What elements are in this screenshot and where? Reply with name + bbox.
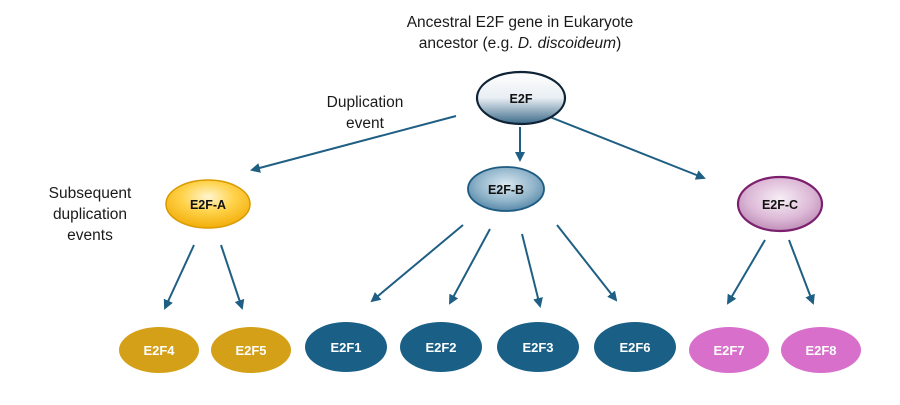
leaf-e2f4[interactable]: E2F4 xyxy=(119,327,199,373)
duplication-event-label: Duplication event xyxy=(305,92,425,134)
arrow-e2f-c-to-e2f7 xyxy=(726,239,766,305)
leaf-e2f5-shape xyxy=(211,327,291,373)
root-caption-line2: ancestor (e.g. D. discoideum) xyxy=(380,33,660,54)
arrow-root-to-e2f-c xyxy=(549,116,706,180)
arrow-e2f-a-to-e2f5 xyxy=(220,244,245,310)
subsequent-duplication-label: Subsequent duplication events xyxy=(25,183,155,246)
arrows-layer xyxy=(163,115,815,310)
root-caption: Ancestral E2F gene in Eukaryote ancestor… xyxy=(380,12,660,54)
group-node-e2f-c[interactable]: E2F-C xyxy=(736,175,824,233)
leaf-e2f5-label: E2F5 xyxy=(235,343,266,358)
leaf-e2f7-shape xyxy=(689,327,769,373)
leaf-e2f7-label: E2F7 xyxy=(713,343,744,358)
group-node-e2f-b-label: E2F-B xyxy=(488,183,524,197)
arrow-root-to-e2f-a xyxy=(250,115,457,173)
arrow-e2f-b-to-e2f6 xyxy=(556,224,618,302)
root-node-shape xyxy=(475,70,567,126)
leaf-e2f4-shape xyxy=(119,327,199,373)
leaf-e2f8-label: E2F8 xyxy=(805,343,836,358)
root-node-label: E2F xyxy=(510,92,533,106)
leaf-e2f1[interactable]: E2F1 xyxy=(305,322,387,372)
leaf-e2f6-label: E2F6 xyxy=(619,340,650,355)
leaf-e2f8[interactable]: E2F8 xyxy=(781,327,861,373)
arrow-e2f-b-to-e2f3 xyxy=(521,233,543,308)
leaf-e2f6-shape xyxy=(594,322,676,372)
leaf-e2f5[interactable]: E2F5 xyxy=(211,327,291,373)
arrow-e2f-b-to-e2f2 xyxy=(449,228,491,305)
subsequent-line1: Subsequent xyxy=(48,185,132,202)
arrow-e2f-c-to-e2f8 xyxy=(788,239,815,305)
leaf-e2f3-shape xyxy=(497,322,579,372)
subsequent-line3: events xyxy=(67,227,113,244)
leaf-e2f3-label: E2F3 xyxy=(522,340,553,355)
group-node-e2f-a-label: E2F-A xyxy=(190,198,226,212)
leaf-e2f1-label: E2F1 xyxy=(330,340,361,355)
leaf-e2f4-label: E2F4 xyxy=(143,343,175,358)
root-caption-suffix: ) xyxy=(616,35,622,52)
leaf-e2f7[interactable]: E2F7 xyxy=(689,327,769,373)
group-node-e2f-c-label: E2F-C xyxy=(762,198,798,212)
root-node[interactable]: E2F xyxy=(475,70,567,126)
leaf-e2f2[interactable]: E2F2 xyxy=(400,322,482,372)
duplication-line2: event xyxy=(346,115,384,132)
group-node-e2f-a-shape xyxy=(165,179,251,229)
arrow-e2f-b-to-e2f1 xyxy=(370,224,464,303)
root-caption-line1: Ancestral E2F gene in Eukaryote xyxy=(406,14,634,31)
group-node-e2f-b-shape xyxy=(467,166,545,212)
root-caption-species: D. discoideum xyxy=(517,35,617,52)
leaf-e2f2-shape xyxy=(400,322,482,372)
leaf-e2f6[interactable]: E2F6 xyxy=(594,322,676,372)
group-node-e2f-c-shape xyxy=(736,175,824,233)
root-caption-prefix: ancestor (e.g. xyxy=(418,35,518,52)
leaf-e2f8-shape xyxy=(781,327,861,373)
group-node-e2f-a[interactable]: E2F-A xyxy=(165,179,251,229)
subsequent-line2: duplication xyxy=(52,206,128,223)
duplication-line1: Duplication xyxy=(326,94,404,111)
leaf-e2f3[interactable]: E2F3 xyxy=(497,322,579,372)
group-node-e2f-b[interactable]: E2F-B xyxy=(467,166,545,212)
leaf-e2f1-shape xyxy=(305,322,387,372)
leaf-e2f2-label: E2F2 xyxy=(425,340,456,355)
arrow-e2f-a-to-e2f4 xyxy=(163,244,195,310)
